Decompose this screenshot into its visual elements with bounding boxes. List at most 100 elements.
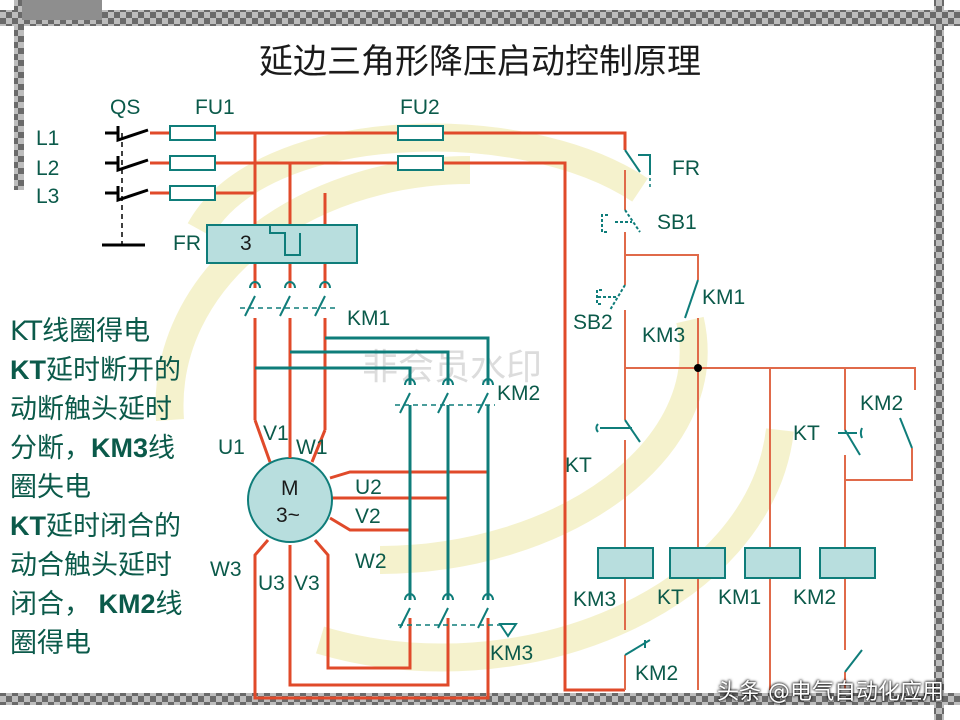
- explanation-run: 延时断开的: [46, 355, 181, 386]
- fuse-fu1: [169, 125, 216, 201]
- top-border-strip: [0, 10, 960, 26]
- label-km3-main: KM3: [490, 642, 533, 665]
- label-kt-left: KT: [565, 454, 592, 477]
- explanation-line: 动合触头延时: [10, 546, 240, 585]
- label-fu1: FU1: [195, 96, 235, 119]
- label-km2-ctrl: KM2: [860, 392, 903, 415]
- label-fu2: FU2: [400, 96, 440, 119]
- label-fr-main: FR: [173, 232, 201, 255]
- fuse-fu2: [397, 125, 444, 171]
- explanation-run: 线: [155, 589, 183, 620]
- kt-delay-nc-contact: [595, 419, 641, 443]
- coils: [597, 547, 876, 579]
- km2-main-contacts: [395, 378, 495, 414]
- label-km3-ctrl: KM3: [642, 324, 685, 347]
- explanation-run: 圈失电: [10, 472, 91, 503]
- explanation-line: 分断，KM3线: [10, 429, 240, 468]
- km3-main-contacts: [398, 593, 518, 638]
- label-u3: U3: [258, 572, 285, 595]
- km2-hold-contact: [899, 417, 913, 449]
- kt-delay-no-contact: [838, 427, 863, 456]
- explanation-line: KT线圈得电: [10, 312, 240, 351]
- label-km1-main: KM1: [347, 307, 390, 330]
- explanation-run: 动断触头延时: [10, 394, 172, 425]
- explanation-line: 圈失电: [10, 468, 240, 507]
- sb2-start-button: [596, 284, 626, 311]
- label-kt-ctrl: KT: [793, 422, 820, 445]
- explanation-run: 闭合，: [10, 589, 91, 620]
- label-w2: W2: [355, 550, 387, 573]
- power-circuit: [150, 131, 627, 700]
- label-l3: L3: [36, 185, 59, 208]
- label-u2: U2: [355, 476, 382, 499]
- thermal-relay-fr: [206, 224, 358, 264]
- explanation-run: 圈得电: [10, 628, 91, 659]
- label-motor-m: M: [281, 477, 299, 500]
- left-border-strip: [14, 0, 24, 190]
- junction-dot: [694, 364, 702, 372]
- sb1-stop-button: [601, 209, 641, 233]
- page-title: 延边三角形降压启动控制原理: [259, 42, 701, 82]
- label-l1: L1: [36, 127, 59, 150]
- label-coil-km3: KM3: [573, 588, 616, 611]
- explanation-line: 闭合， KM2线: [10, 585, 240, 624]
- top-accent-block: [22, 0, 102, 20]
- label-km2-bottom: KM2: [635, 662, 678, 685]
- explanation-run: 动合触头延时: [10, 550, 172, 581]
- label-motor-phase: 3~: [276, 504, 300, 527]
- km2-nc-contact: [624, 639, 863, 673]
- label-v2: V2: [355, 505, 381, 528]
- diagram-labels: QS FU1 FU2 L1 L2 L3 FR 3 KM1 KM2 KM3 U1 …: [36, 96, 903, 685]
- explanation-line: KT延时断开的: [10, 351, 240, 390]
- explanation-run: KT: [10, 511, 46, 541]
- explanation-run: KM3: [91, 433, 149, 463]
- explanation-run: 延时闭合的: [46, 511, 181, 542]
- coil-km1-box: [744, 547, 801, 579]
- loop-u3: [253, 539, 490, 700]
- label-qs: QS: [110, 96, 140, 119]
- explanation-line: 动断触头延时: [10, 390, 240, 429]
- label-coil-kt: KT: [657, 586, 684, 609]
- coil-kt-box: [669, 547, 726, 579]
- label-fr-ctrl: FR: [672, 157, 700, 180]
- explanation-run: 分断，: [10, 433, 91, 464]
- km1-hold-contact: [684, 279, 699, 319]
- label-coil-km2: KM2: [793, 586, 836, 609]
- km1-main-contacts: [240, 281, 335, 317]
- label-w3: W3: [210, 558, 242, 581]
- label-v3: V3: [294, 572, 320, 595]
- fr-nc-contact: [624, 149, 651, 190]
- qs-switch: [102, 126, 149, 247]
- right-border-strip: [934, 0, 944, 720]
- label-km1-hold: KM1: [702, 286, 745, 309]
- coil-km2-box: [819, 547, 876, 579]
- label-fr-three: 3: [240, 232, 252, 255]
- label-km2-main: KM2: [497, 382, 540, 405]
- motor-leads: [253, 419, 327, 463]
- line-l2: [150, 161, 625, 692]
- label-l2: L2: [36, 157, 59, 180]
- wire-v2: [330, 405, 450, 500]
- motor-circle: [247, 457, 333, 543]
- explanation-line: KT延时闭合的: [10, 507, 240, 546]
- explanation-run: KT线圈得电: [10, 316, 151, 347]
- loop-v3: [288, 545, 450, 687]
- label-w1: W1: [296, 436, 328, 459]
- control-circuit: [624, 170, 916, 690]
- label-sb2: SB2: [573, 311, 613, 334]
- label-v1: V1: [263, 422, 289, 445]
- explanation-run: KT: [10, 355, 46, 385]
- line-l1: [150, 131, 627, 150]
- source-credit: 头条 @电气自动化应用: [717, 680, 944, 705]
- label-coil-km1: KM1: [718, 586, 761, 609]
- explanation-run: 线: [148, 433, 176, 464]
- loop-w3: [313, 539, 412, 670]
- explanation-line: 圈得电: [10, 624, 240, 663]
- label-u1: U1: [218, 436, 245, 459]
- explanation-run: KM2: [91, 589, 156, 619]
- label-sb1: SB1: [657, 211, 697, 234]
- coil-km3-box: [597, 547, 654, 579]
